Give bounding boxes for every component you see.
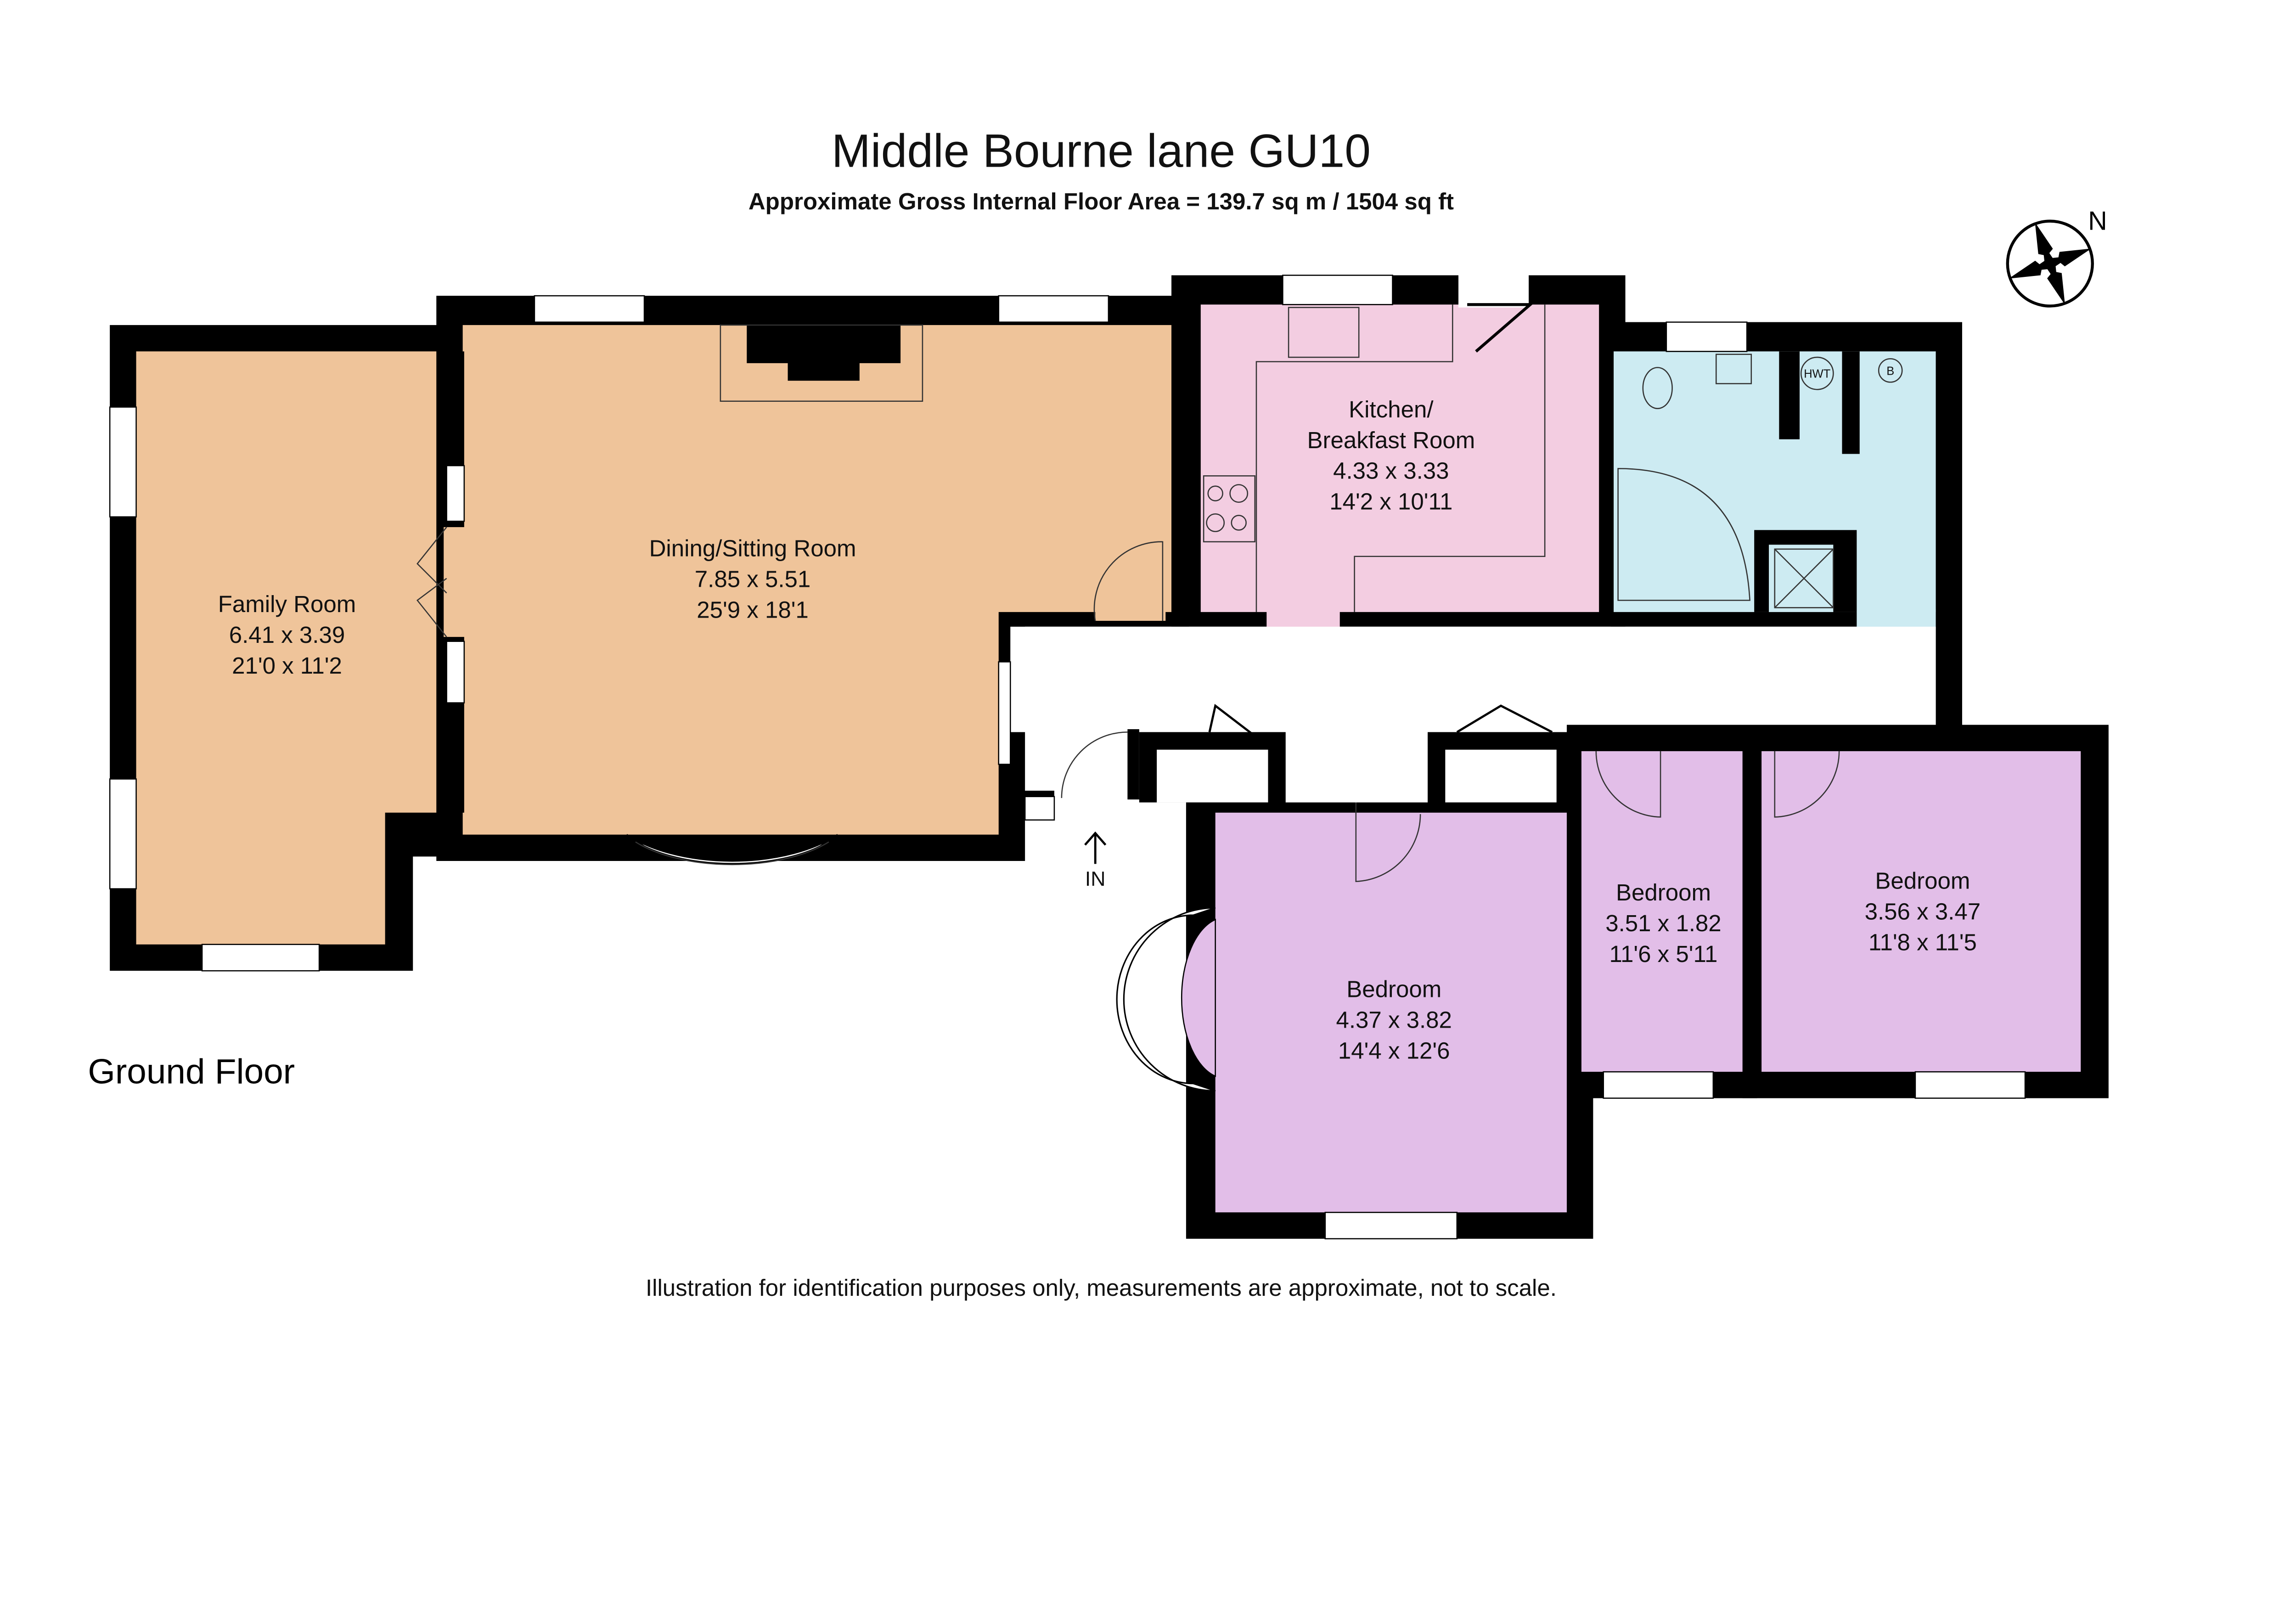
entrance-label: IN xyxy=(1085,868,1106,890)
kitchen-imperial: 14'2 x 10'11 xyxy=(1329,489,1452,515)
bedroom-main-name: Bedroom xyxy=(1346,976,1441,1002)
compass-north-label: N xyxy=(2088,207,2107,236)
bedroom-small xyxy=(1566,725,1757,1098)
bedroom-right-name: Bedroom xyxy=(1875,868,1970,894)
family-room-name: Family Room xyxy=(218,591,356,617)
family-room-imperial: 21'0 x 11'2 xyxy=(232,652,342,679)
bedroom-small-name: Bedroom xyxy=(1616,879,1711,906)
family-room-metric: 6.41 x 3.39 xyxy=(229,622,345,648)
compass-rose-icon xyxy=(2006,219,2094,308)
bedroom-right xyxy=(1742,725,2109,1098)
hallway xyxy=(1010,626,1936,732)
boiler-label: B xyxy=(1886,365,1894,377)
dining-room-imperial: 25'9 x 18'1 xyxy=(697,597,809,623)
dining-room-metric: 7.85 x 5.51 xyxy=(695,566,810,592)
boiler-icon xyxy=(1878,358,1903,383)
bedroom-small-metric: 3.51 x 1.82 xyxy=(1605,910,1721,936)
bedroom-main xyxy=(1116,802,1593,1239)
bathroom: HWT B xyxy=(1610,322,1962,732)
family-room xyxy=(110,325,461,971)
disclaimer: Illustration for identification purposes… xyxy=(646,1275,1557,1301)
bedroom-right-imperial: 11'8 x 11'5 xyxy=(1868,929,1977,956)
dining-room-name: Dining/Sitting Room xyxy=(649,535,856,562)
windows xyxy=(109,275,2026,1239)
plan-title: Middle Bourne lane GU10 xyxy=(832,125,1371,177)
bedroom-small-imperial: 11'6 x 5'11 xyxy=(1609,941,1717,967)
kitchen-metric: 4.33 x 3.33 xyxy=(1333,458,1449,484)
bedroom-main-imperial: 14'4 x 12'6 xyxy=(1338,1037,1450,1063)
kitchen-name-line1: Kitchen/ xyxy=(1349,396,1434,422)
bedroom-right-metric: 3.56 x 3.47 xyxy=(1865,899,1981,925)
entrance-arrow-icon xyxy=(1084,831,1107,864)
kitchen-name-line2: Breakfast Room xyxy=(1307,427,1475,453)
bedroom-main-metric: 4.37 x 3.82 xyxy=(1336,1007,1452,1033)
floor-area-subtitle: Approximate Gross Internal Floor Area = … xyxy=(748,188,1454,214)
floor-label: Ground Floor xyxy=(88,1052,295,1091)
hot-water-tank-icon xyxy=(1800,356,1834,390)
kitchen xyxy=(1171,272,1626,630)
dining-sitting-room xyxy=(416,296,1189,866)
hwt-label: HWT xyxy=(1804,368,1830,381)
